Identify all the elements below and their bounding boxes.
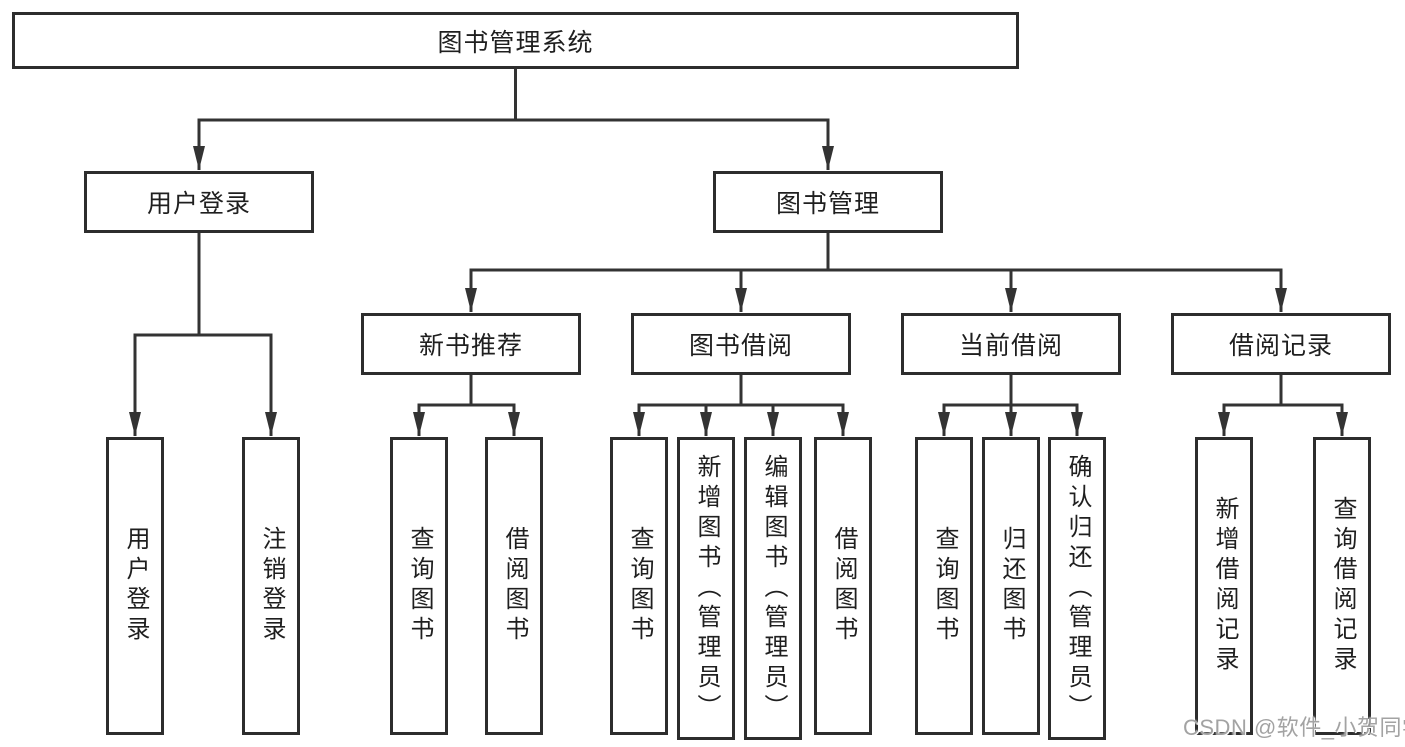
- leaf-user-login-label: 用户登录: [122, 526, 149, 646]
- leaf-recommend-query-book-label: 查询图书: [406, 526, 433, 646]
- leaf-borrow-borrow-book-label: 借阅图书: [830, 526, 857, 646]
- node-book-management: 图书管理: [713, 171, 943, 233]
- leaf-recommend-borrow-book-label: 借阅图书: [501, 526, 528, 646]
- node-current-borrow: 当前借阅: [901, 313, 1121, 375]
- leaf-current-return-book: 归还图书: [982, 437, 1040, 735]
- node-book-borrow: 图书借阅: [631, 313, 851, 375]
- leaf-logout: 注销登录: [242, 437, 300, 735]
- leaf-current-query-book: 查询图书: [915, 437, 973, 735]
- node-current-borrow-label: 当前借阅: [958, 332, 1063, 360]
- leaf-borrow-query-book: 查询图书: [610, 437, 668, 735]
- node-borrow-records-label: 借阅记录: [1228, 332, 1333, 360]
- connector-new-book-recommend-spine: [417, 375, 516, 407]
- leaf-borrow-edit-book: 编辑图书（管理员）: [744, 437, 802, 740]
- leaf-borrow-query-book-label: 查询图书: [626, 526, 653, 646]
- csdn-watermark: CSDN @软件_小贺同学: [1183, 715, 1405, 740]
- leaf-borrow-borrow-book: 借阅图书: [814, 437, 872, 735]
- node-book-management-label: 图书管理: [775, 190, 880, 218]
- leaf-current-query-book-label: 查询图书: [931, 526, 958, 646]
- node-new-book-recommend-label: 新书推荐: [418, 332, 523, 360]
- connector-current-borrow-spine: [942, 375, 1079, 407]
- connector-root-spine: [197, 69, 830, 122]
- leaf-borrow-add-book-label: 新增图书（管理员）: [693, 453, 720, 724]
- leaf-user-login: 用户登录: [106, 437, 164, 735]
- node-book-borrow-label: 图书借阅: [688, 332, 793, 360]
- node-root-label: 图书管理系统: [437, 28, 594, 57]
- leaf-records-add-record-label: 新增借阅记录: [1211, 496, 1238, 676]
- leaf-current-confirm-return-label: 确认归还（管理员）: [1064, 453, 1091, 724]
- node-user-login-label: 用户登录: [146, 190, 251, 218]
- leaf-current-return-book-label: 归还图书: [998, 526, 1025, 646]
- leaf-records-add-record: 新增借阅记录: [1195, 437, 1253, 735]
- node-user-login: 用户登录: [84, 171, 314, 233]
- node-root: 图书管理系统: [12, 12, 1019, 69]
- leaf-borrow-edit-book-label: 编辑图书（管理员）: [760, 453, 787, 724]
- leaf-logout-label: 注销登录: [258, 526, 285, 646]
- node-new-book-recommend: 新书推荐: [361, 313, 581, 375]
- leaf-recommend-query-book: 查询图书: [390, 437, 448, 735]
- connector-borrow-records-spine: [1222, 375, 1344, 407]
- node-borrow-records: 借阅记录: [1171, 313, 1391, 375]
- connector-book-borrow-spine: [637, 375, 845, 407]
- leaf-recommend-borrow-book: 借阅图书: [485, 437, 543, 735]
- leaf-records-query-record: 查询借阅记录: [1313, 437, 1371, 735]
- leaf-records-query-record-label: 查询借阅记录: [1329, 496, 1356, 676]
- connector-book-management-spine: [469, 232, 1283, 272]
- leaf-current-confirm-return: 确认归还（管理员）: [1048, 437, 1106, 740]
- leaf-borrow-add-book: 新增图书（管理员）: [677, 437, 735, 740]
- connector-user-login-spine: [133, 233, 273, 337]
